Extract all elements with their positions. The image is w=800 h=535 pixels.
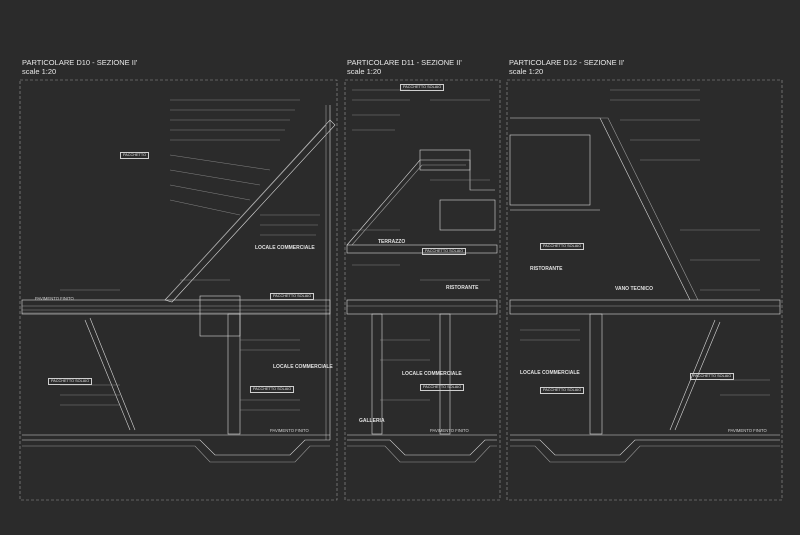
panel-d12-scale: scale 1:20 bbox=[509, 67, 544, 76]
panel-d11-frame bbox=[344, 79, 501, 501]
panel-d10-title: PARTICOLARE D10 - SEZIONE II' bbox=[22, 58, 138, 67]
room-label: GALLERIA bbox=[359, 418, 385, 424]
pacchetto-tag: PACCHETTO SOLAIO bbox=[420, 384, 465, 391]
room-label: LOCALE COMMERCIALE bbox=[402, 371, 462, 377]
pacchetto-tag: PACCHETTO SOLAIO bbox=[48, 378, 93, 385]
pacchetto-tag: PACCHETTO SOLAIO bbox=[540, 387, 585, 394]
room-label: RISTORANTE bbox=[446, 285, 479, 291]
room-label: VANO TECNICO bbox=[615, 286, 653, 292]
level-mark: PAVIMENTO FINITO bbox=[728, 428, 767, 433]
panel-d12-title: PARTICOLARE D12 - SEZIONE II' bbox=[509, 58, 625, 67]
panel-d12-section bbox=[509, 89, 781, 463]
panel-d11-section bbox=[346, 89, 498, 463]
room-label: LOCALE COMMERCIALE bbox=[273, 364, 333, 370]
pacchetto-tag: PACCHETTO SOLAIO bbox=[400, 84, 445, 91]
panel-d11-title: PARTICOLARE D11 - SEZIONE II' bbox=[347, 58, 462, 67]
pacchetto-tag: PACCHETTO SOLAIO bbox=[422, 248, 467, 255]
panel-d12-title-block: PARTICOLARE D12 - SEZIONE II' scale 1:20 bbox=[509, 58, 624, 76]
room-label: TERRAZZO bbox=[378, 239, 406, 245]
panel-d11-title-block: PARTICOLARE D11 - SEZIONE II' scale 1:20 bbox=[347, 58, 462, 76]
room-label: LOCALE COMMERCIALE bbox=[520, 370, 580, 376]
pacchetto-tag: PACCHETTO bbox=[120, 152, 150, 159]
panel-d10-scale: scale 1:20 bbox=[22, 67, 57, 76]
pacchetto-tag: PACCHETTO SOLAIO bbox=[250, 386, 295, 393]
level-mark: PAVIMENTO FINITO bbox=[430, 428, 469, 433]
panel-d10-title-block: PARTICOLARE D10 - SEZIONE II' scale 1:20 bbox=[22, 58, 137, 76]
room-label: RISTORANTE bbox=[530, 266, 563, 272]
panel-d10-frame bbox=[19, 79, 338, 501]
level-mark: PAVIMENTO FINITO bbox=[35, 296, 74, 301]
level-mark: PAVIMENTO FINITO bbox=[270, 428, 309, 433]
pacchetto-tag: PACCHETTO SOLAIO bbox=[540, 243, 585, 250]
room-label: LOCALE COMMERCIALE bbox=[255, 245, 315, 251]
panel-d12-frame bbox=[506, 79, 783, 501]
pacchetto-tag: PACCHETTO SOLAIO bbox=[270, 293, 315, 300]
pacchetto-tag: PACCHETTO SOLAIO bbox=[690, 373, 735, 380]
panel-d11-scale: scale 1:20 bbox=[347, 67, 382, 76]
panel-d10-section bbox=[21, 99, 336, 463]
